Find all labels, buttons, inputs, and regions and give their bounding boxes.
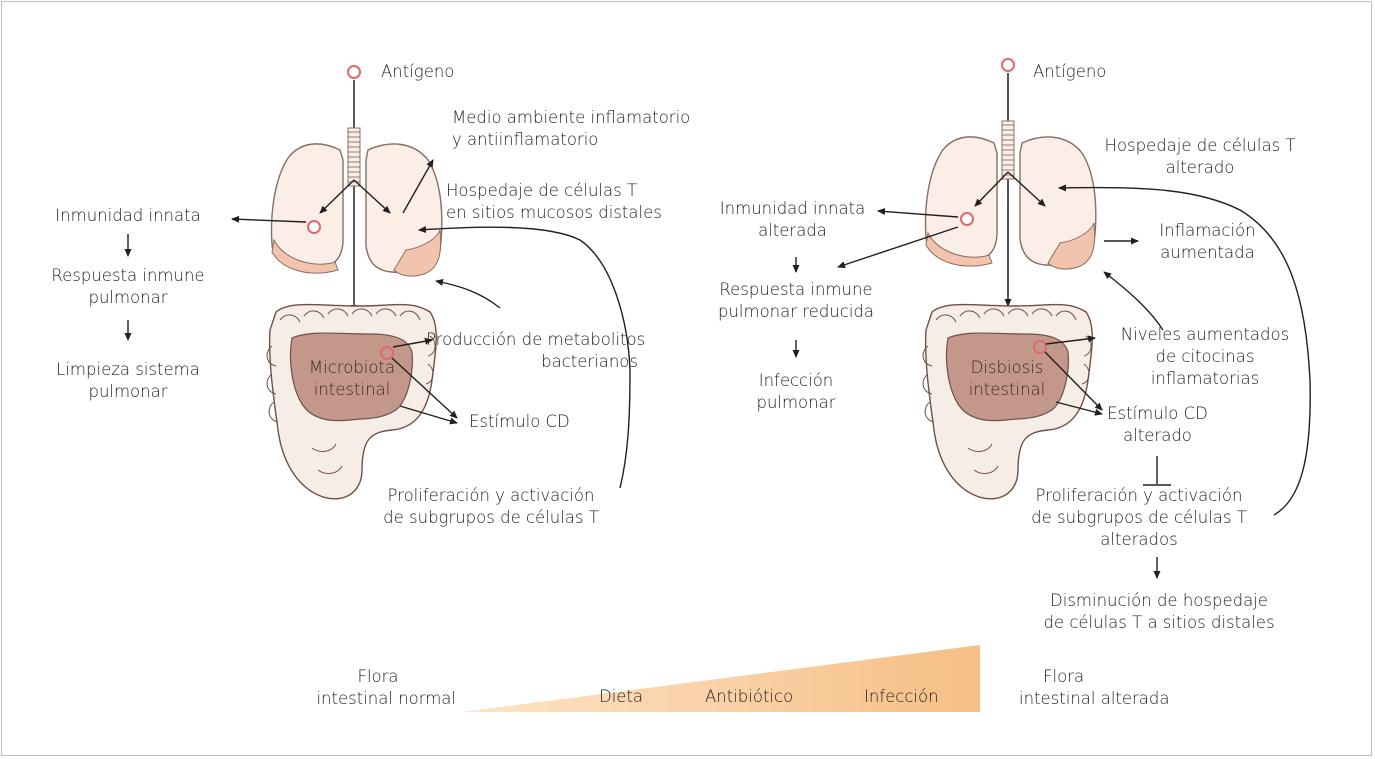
right-inflammation-label: Inflamación aumentada: [1140, 220, 1275, 264]
metabolite-to-lung-arrow: [436, 281, 500, 308]
left-response-label: Respuesta inmune pulmonar: [38, 265, 218, 309]
lung-antigen-ring-icon-right: [961, 213, 973, 225]
gut-label-dysbiosis: Disbiosis intestinal: [950, 357, 1064, 401]
gradient-diet-label: Dieta: [599, 686, 643, 708]
gradient-infection-label: Infección: [864, 686, 939, 708]
gut-label-microbiota: Microbiota intestinal: [296, 357, 408, 401]
right-innate-label: Inmunidad innata alterada: [700, 198, 885, 242]
antigen-ring-icon: [348, 66, 360, 78]
intestine-illustration-right: [923, 305, 1092, 499]
flora-normal-label: Flora intestinal normal: [280, 666, 456, 710]
left-metabolites-label: Producción de metabolitos bacterianos: [438, 329, 638, 373]
lung-antigen-ring-icon: [308, 221, 320, 233]
left-homing-label: Hospedaje de células T en sitios mucosos…: [446, 180, 662, 224]
right-infection-label: Infección pulmonar: [726, 370, 866, 414]
lungs-illustration-right: [926, 121, 1096, 269]
flora-altered-label: Flora intestinal alterada: [1019, 666, 1170, 710]
right-response-label: Respuesta inmune pulmonar reducida: [700, 279, 892, 323]
cytokines-to-lung-arrow: [1104, 272, 1163, 330]
left-clearance-label: Limpieza sistema pulmonar: [38, 359, 218, 403]
left-environment-label: Medio ambiente inflamatorio y antiinflam…: [452, 107, 690, 151]
right-cytokines-label: Niveles aumentados de citocinas inflamat…: [1110, 324, 1300, 390]
left-proliferation-label: Proliferación y activación de subgrupos …: [356, 485, 626, 529]
antigen-ring-icon-right: [1002, 59, 1014, 71]
right-homing-label: Hospedaje de células T alterado: [1090, 135, 1310, 179]
left-antigen-label: Antígeno: [381, 61, 454, 83]
right-cd-label: Estímulo CD alterado: [1100, 403, 1215, 447]
intestine-illustration: [267, 305, 436, 499]
gradient-antibiotic-label: Antibiótico: [705, 686, 793, 708]
left-innate-label: Inmunidad innata: [38, 205, 218, 227]
right-proliferation-label: Proliferación y activación de subgrupos …: [1004, 485, 1274, 551]
lungs-illustration: [272, 128, 442, 276]
right-decrease-label: Disminución de hospedaje de células T a …: [1018, 590, 1300, 634]
right-antigen-label: Antígeno: [1033, 61, 1106, 83]
left-cd-label: Estímulo CD: [469, 411, 570, 433]
